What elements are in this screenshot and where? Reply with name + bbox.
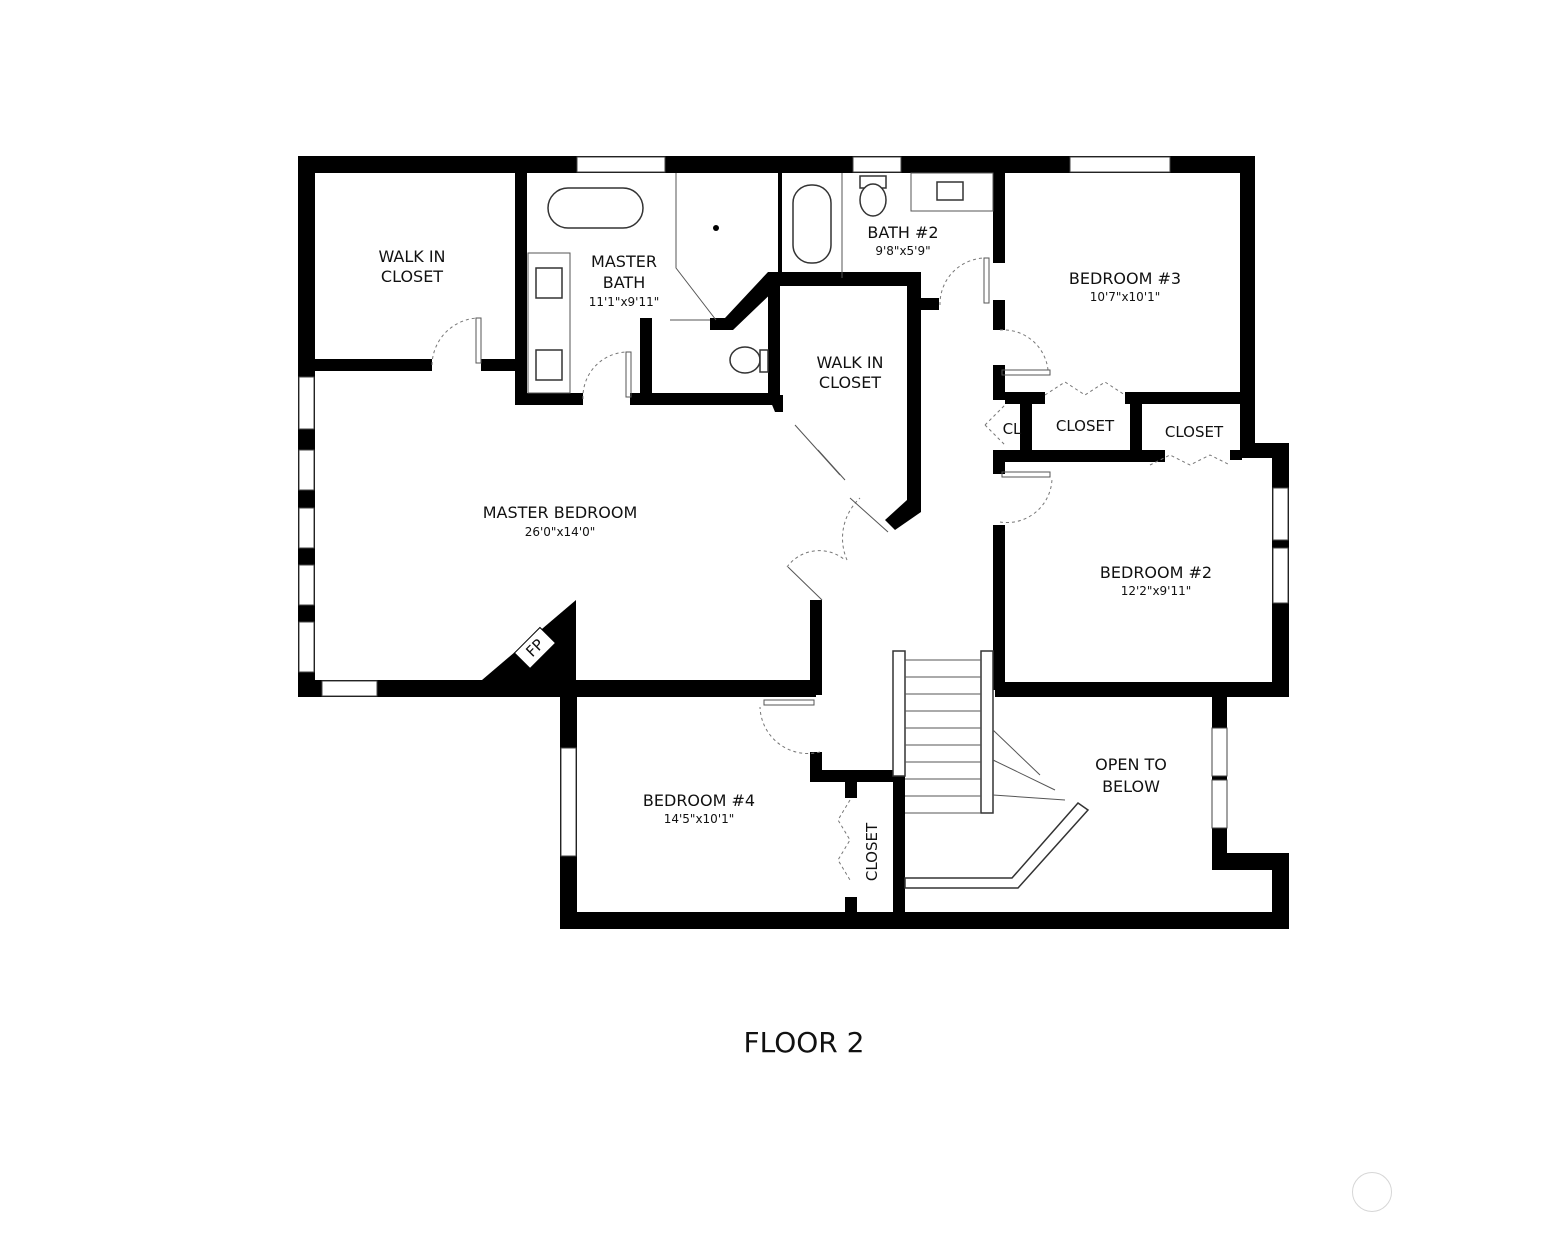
bedroom-4-dims: 14'5"x10'1": [664, 812, 735, 826]
walk-in-closet-2-label: WALK IN: [816, 353, 883, 372]
bath-2-dims: 9'8"x5'9": [875, 244, 930, 258]
bedroom-3-dims: 10'7"x10'1": [1090, 290, 1161, 304]
bedroom-4-label: BEDROOM #4: [643, 791, 755, 810]
open-to-below-label-2: BELOW: [1102, 777, 1160, 796]
master-bath-label-2: BATH: [603, 273, 645, 292]
walk-in-closet-1-label: WALK IN: [378, 247, 445, 266]
master-bedroom-dims: 26'0"x14'0": [525, 525, 596, 539]
fixtures: [527, 172, 1090, 889]
master-bath-dims: 11'1"x9'11": [589, 295, 660, 309]
fireplace: FP: [513, 626, 557, 670]
closet-b-label: CLOSET: [1165, 423, 1224, 441]
bath-2-label: BATH #2: [867, 223, 938, 242]
master-bedroom-label: MASTER BEDROOM: [483, 503, 638, 522]
walk-in-closet-1-label-2: CLOSET: [381, 267, 443, 286]
bedroom-2-label: BEDROOM #2: [1100, 563, 1212, 582]
windows: [298, 156, 1289, 857]
closet-a-label: CLOSET: [1056, 417, 1115, 435]
room-labels: WALK IN CLOSET MASTER BATH 11'1"x9'11" B…: [378, 223, 1224, 1059]
open-to-below-label: OPEN TO: [1095, 755, 1167, 774]
master-bath-label: MASTER: [591, 252, 657, 271]
floor-title: FLOOR 2: [744, 1026, 865, 1059]
walk-in-closet-2-label-2: CLOSET: [819, 373, 881, 392]
bedroom-2-dims: 12'2"x9'11": [1121, 584, 1192, 598]
closet-c-label: CLOSET: [863, 822, 881, 881]
cl-label: CL: [1003, 420, 1022, 438]
doors: [431, 257, 1231, 881]
bedroom-3-label: BEDROOM #3: [1069, 269, 1181, 288]
watermark-logo: [1352, 1172, 1392, 1212]
